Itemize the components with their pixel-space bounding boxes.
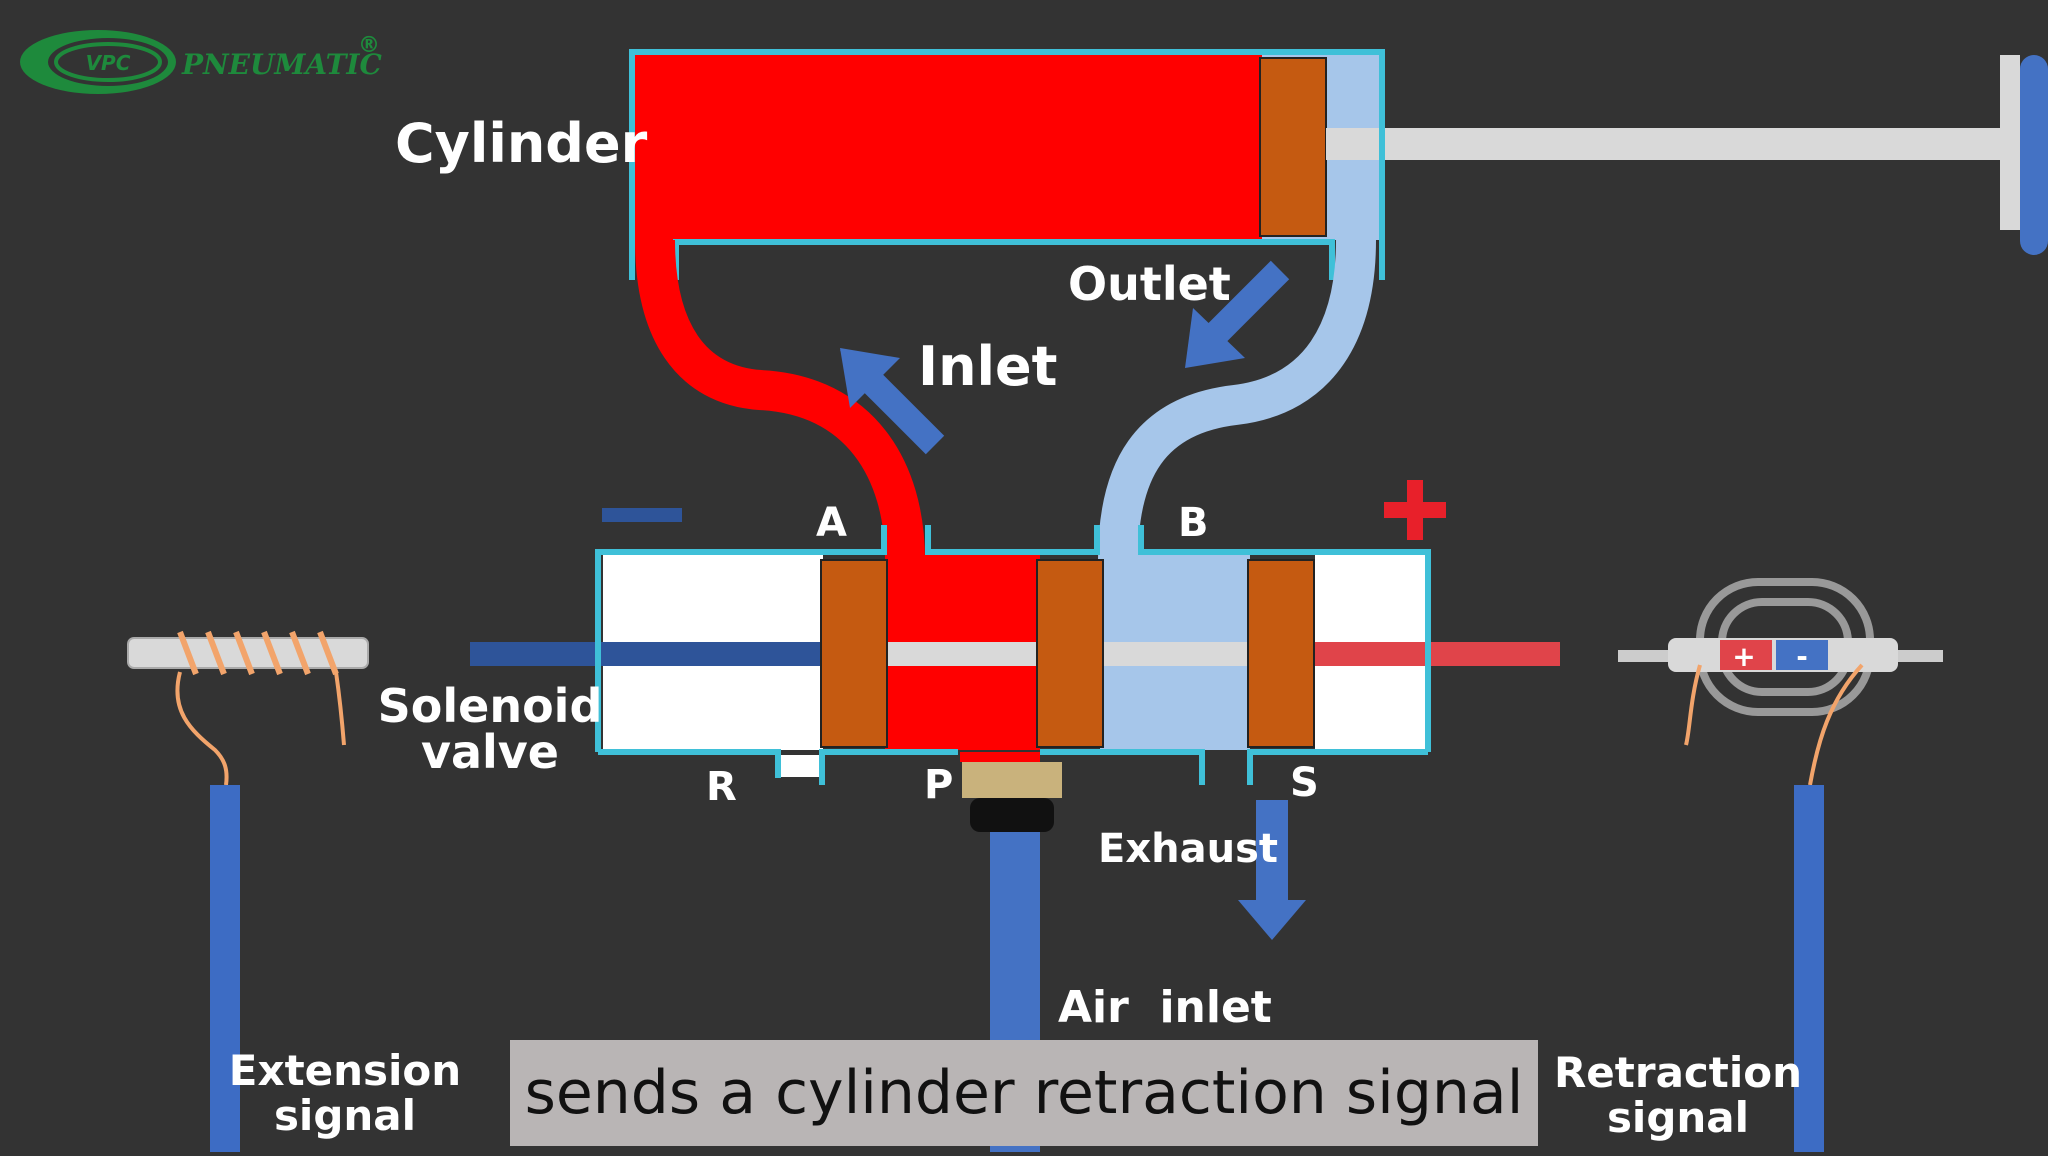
extension-signal-label-line2: signal — [274, 1091, 416, 1140]
svg-text:+: + — [1732, 640, 1755, 673]
coil-icon — [127, 630, 369, 1152]
subtitle-text: sends a cylinder retraction signal — [524, 1058, 1524, 1128]
cylinder-piston — [1259, 57, 1327, 237]
port-b-label: B — [1178, 500, 1209, 546]
port-a-label: A — [816, 500, 847, 546]
exhaust-label: Exhaust — [1098, 826, 1278, 872]
solenoid-valve-label-line2: valve — [421, 725, 559, 779]
subtitle-caption: sends a cylinder retraction signal — [510, 1040, 1538, 1146]
pipe-b-exhaust — [1098, 239, 1376, 561]
arrow-up-left-icon — [840, 348, 945, 455]
retraction-signal-label-line2: signal — [1607, 1093, 1749, 1142]
extension-signal-label-line1: Extension — [229, 1046, 461, 1095]
port-s-label: S — [1290, 760, 1319, 806]
piston-rod — [1326, 128, 2001, 160]
cylinder — [629, 49, 2048, 280]
port-p-label: P — [924, 762, 953, 808]
svg-text:-: - — [1796, 640, 1808, 673]
retraction-signal-label-line1: Retraction — [1554, 1048, 1802, 1097]
rod-end-plate — [2000, 55, 2020, 230]
spool-land-3 — [1247, 559, 1315, 748]
svg-text:®: ® — [358, 33, 380, 58]
plus-icon — [1384, 480, 1446, 540]
vpc-logo: VPC PNEUMATIC ® — [20, 30, 383, 94]
svg-text:PNEUMATIC: PNEUMATIC — [181, 48, 383, 81]
spool-land-2 — [1036, 559, 1104, 748]
pipe-a-pressurized — [635, 239, 925, 561]
air-inlet-label: Air inlet — [1058, 982, 1272, 1033]
spool-rod-left — [470, 642, 820, 666]
spool-rod-right — [1315, 642, 1560, 666]
arrow-down-left-icon — [1185, 260, 1290, 368]
solenoid-valve-label-line1: Solenoid — [378, 679, 603, 733]
solenoid-valve-body — [470, 525, 1560, 785]
svg-text:VPC: VPC — [86, 51, 131, 75]
outlet-label: Outlet — [1068, 257, 1231, 311]
retraction-signal-wire — [1794, 785, 1824, 1152]
inlet-label: Inlet — [918, 335, 1057, 398]
cylinder-label: Cylinder — [395, 112, 648, 175]
spool-land-1 — [820, 559, 888, 748]
port-r-label: R — [706, 764, 737, 810]
arrow-down-icon — [1238, 800, 1306, 940]
reed-switch-icon: + - — [1618, 578, 1943, 1152]
minus-icon — [602, 508, 682, 522]
extension-signal-wire — [210, 785, 240, 1152]
